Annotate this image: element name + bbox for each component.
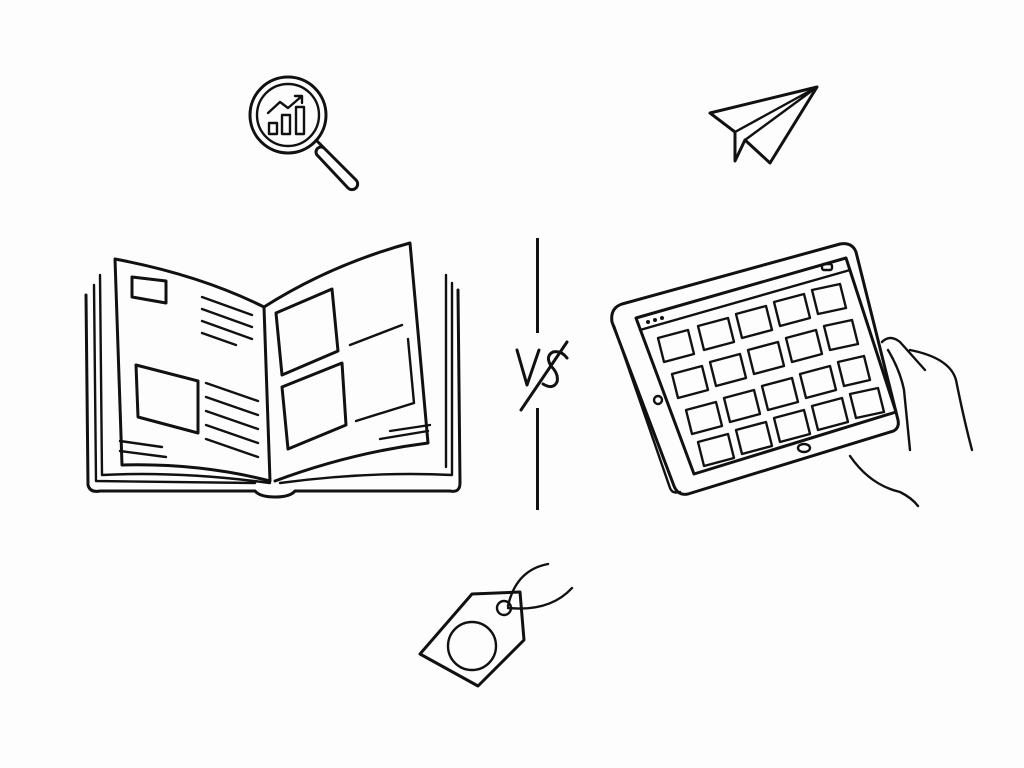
- price-tag-icon: [400, 550, 590, 690]
- open-book-illustration: [80, 235, 470, 505]
- vs-divider-bottom: [536, 408, 539, 510]
- tablet-in-hand-illustration: [600, 230, 990, 520]
- vs-divider-top: [536, 238, 539, 333]
- vs-slash: [505, 330, 575, 415]
- paper-plane-icon: [700, 75, 830, 175]
- magnifier-chart-icon: [240, 70, 380, 200]
